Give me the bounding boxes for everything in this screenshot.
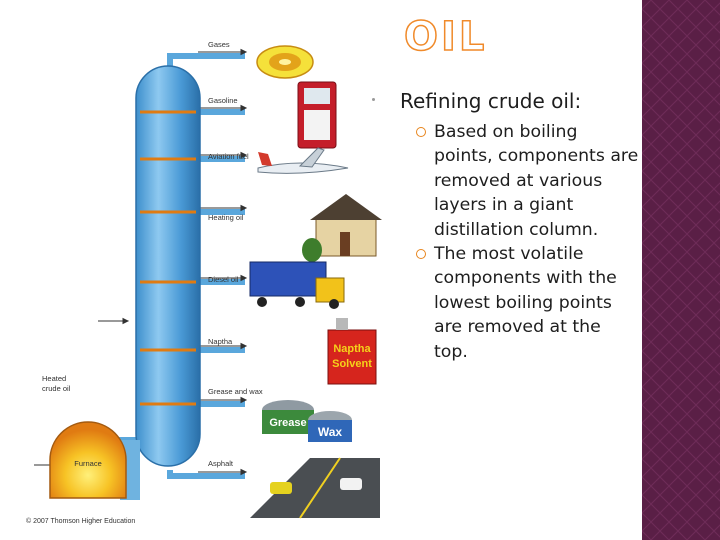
bullet-heading: Refining crude oil: — [372, 88, 640, 114]
furnace: Furnace — [49, 421, 127, 499]
feed-label-line1: Heated — [42, 374, 66, 383]
decorative-sidebar — [642, 0, 720, 540]
label-gasoline: Gasoline — [208, 96, 238, 105]
label-gases: Gases — [208, 40, 230, 49]
product-labels: Gases Gasoline Aviation fuel Heating oil… — [42, 40, 263, 468]
sub-bullet-2: The most volatile components with the lo… — [414, 242, 640, 364]
gas-pump-illustration — [297, 81, 337, 149]
gas-burner-illustration — [256, 45, 314, 79]
label-heating-oil: Heating oil — [208, 213, 244, 222]
label-aviation-fuel: Aviation fuel — [208, 152, 249, 161]
distillation-diagram: Furnace Gases Gasoline Aviation fuel Hea… — [34, 40, 382, 519]
distillation-column — [120, 65, 201, 500]
airplane-illustration — [257, 147, 349, 174]
truck-illustration — [249, 261, 345, 309]
grease-wax-illustration: Grease Wax — [262, 400, 352, 442]
ring-bullet-icon — [416, 127, 426, 137]
grease-text: Grease — [269, 417, 306, 429]
label-naptha: Naptha — [208, 337, 233, 346]
feed-label-line2: crude oil — [42, 384, 71, 393]
copyright-text: © 2007 Thomson Higher Education — [26, 518, 136, 525]
bullet-list: Refining crude oil: Based on boiling poi… — [372, 88, 640, 364]
heading-text: Refining crude oil: — [400, 89, 582, 113]
can-text-naptha: Naptha — [333, 343, 371, 355]
wax-text: Wax — [318, 425, 343, 439]
ring-bullet-icon — [416, 249, 426, 260]
road-illustration — [250, 457, 380, 519]
slide-title: OIL — [403, 13, 488, 61]
naptha-can-illustration: Naptha Solvent — [327, 318, 377, 385]
can-text-solvent: Solvent — [332, 358, 372, 370]
furnace-label: Furnace — [74, 459, 102, 468]
house-illustration — [302, 194, 382, 262]
label-grease-and-wax: Grease and wax — [208, 387, 263, 396]
sub-bullet-1-text: Based on boiling points, components are … — [434, 122, 639, 240]
sidebar-pattern — [642, 0, 720, 540]
label-diesel-oil: Diesel oil — [208, 275, 239, 284]
label-asphalt: Asphalt — [208, 459, 234, 468]
sub-bullet-1: Based on boiling points, components are … — [414, 120, 640, 242]
sub-bullet-2-text: The most volatile components with the lo… — [434, 244, 617, 362]
bullet-dot-icon — [372, 98, 375, 101]
